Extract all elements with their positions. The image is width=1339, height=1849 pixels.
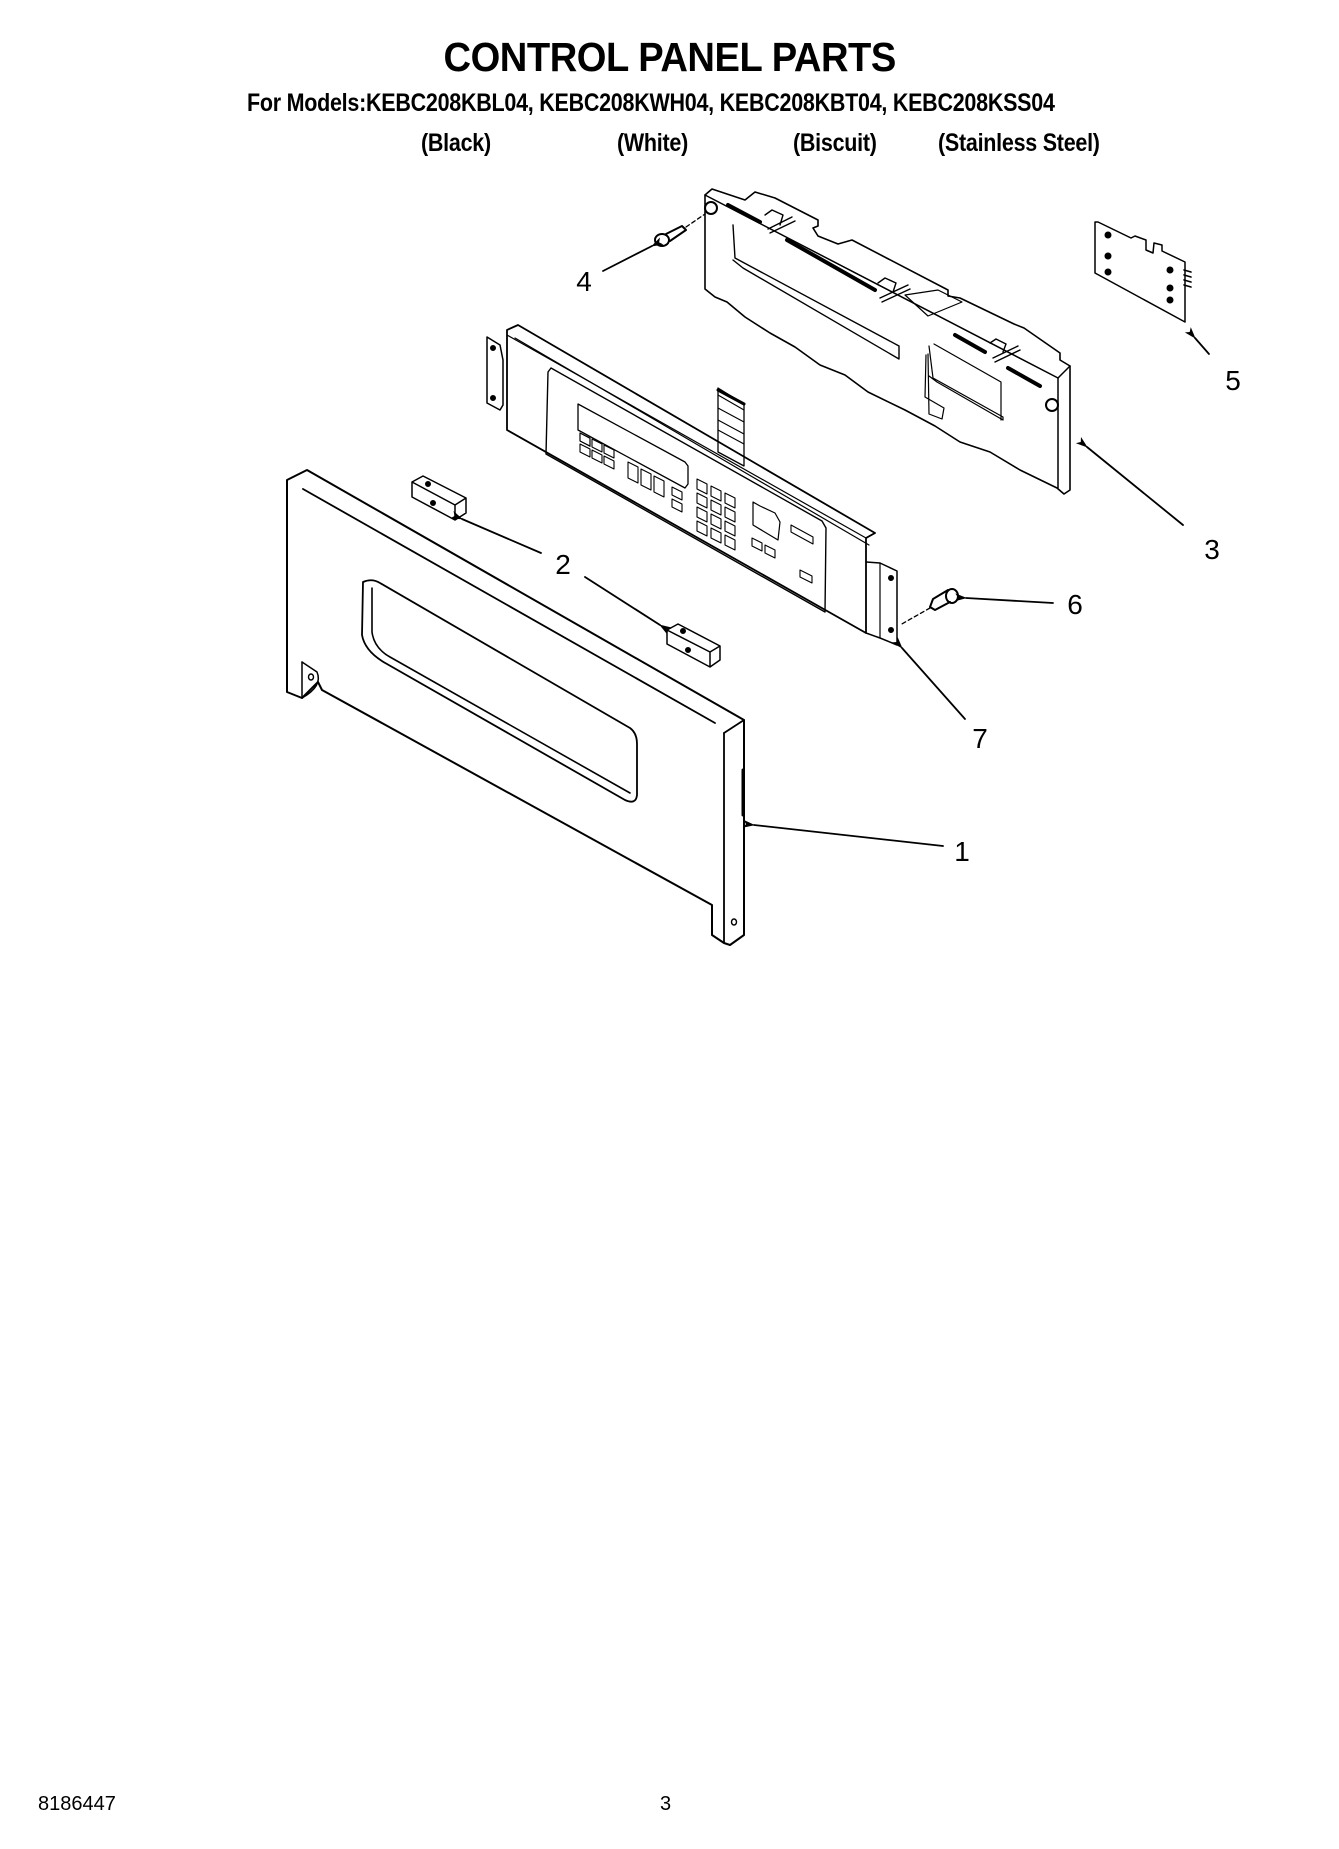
callout-4: 4 [576, 266, 592, 297]
document-number: 8186447 [38, 1793, 116, 1815]
callout-5: 5 [1225, 365, 1241, 396]
part-4-screw [654, 213, 706, 247]
exploded-parts-diagram [286, 188, 1210, 946]
leader-lines [450, 237, 1210, 847]
part-7-control-panel [486, 324, 898, 646]
variant-biscuit: (Biscuit) [793, 129, 877, 157]
part-6-screw [899, 588, 959, 626]
page-title: CONTROL PANEL PARTS [443, 34, 897, 80]
variant-black: (Black) [421, 129, 491, 157]
callout-3: 3 [1204, 534, 1220, 565]
part-3-control-board-bracket [704, 188, 1071, 495]
models-line: For Models:KEBC208KBL04, KEBC208KWH04, K… [247, 89, 1055, 117]
callout-1: 1 [954, 836, 970, 867]
variant-stainless-steel: (Stainless Steel) [938, 129, 1100, 157]
callout-6: 6 [1067, 589, 1083, 620]
page-number: 3 [660, 1793, 672, 1815]
callout-7: 7 [972, 723, 988, 754]
variant-white: (White) [617, 129, 689, 157]
part-5-circuit-board [1094, 221, 1192, 323]
callout-2: 2 [555, 549, 571, 580]
part-1-front-frame [286, 469, 745, 946]
